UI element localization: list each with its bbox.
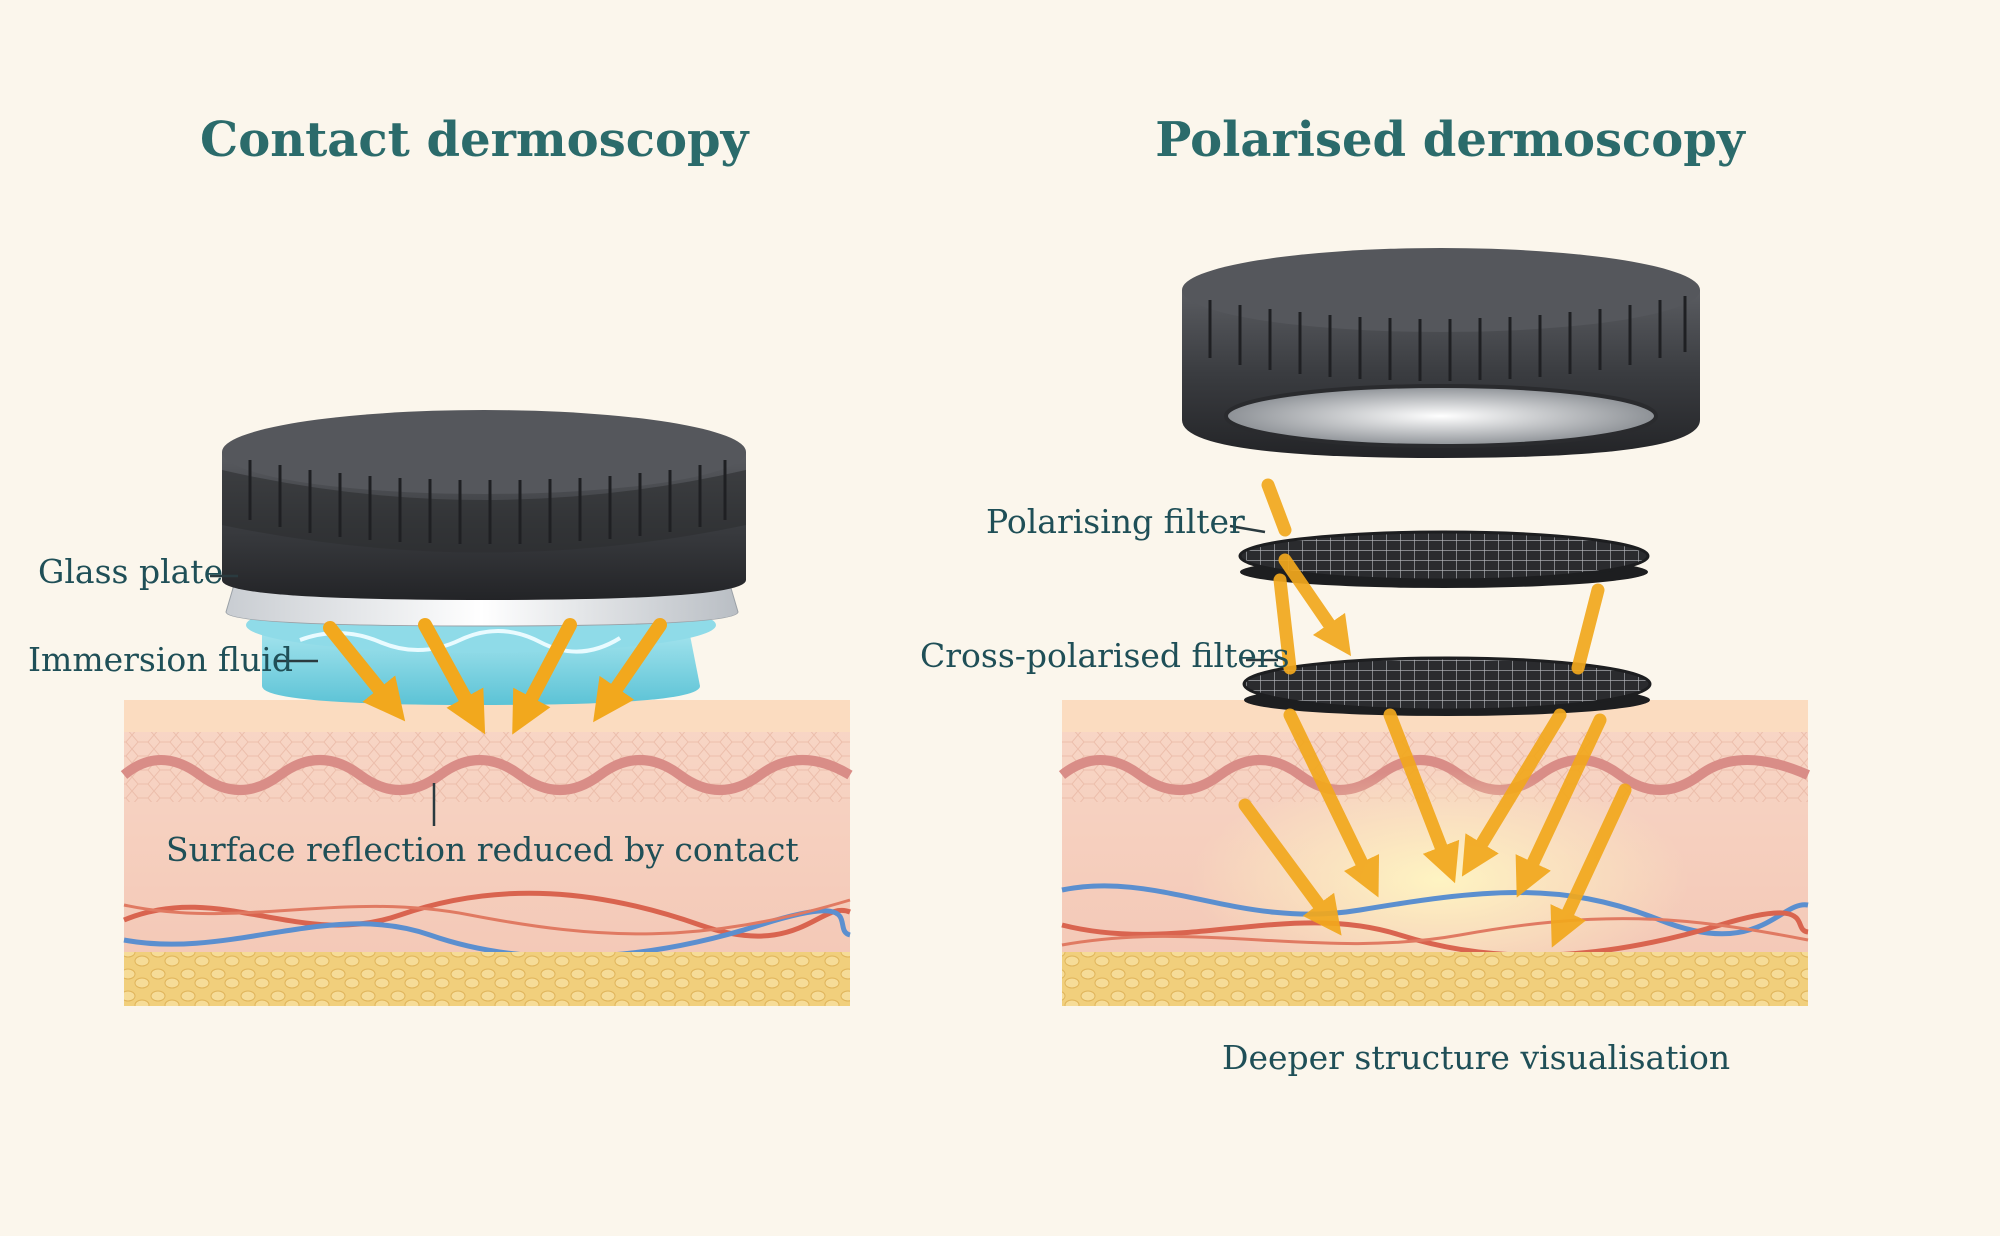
right-dermatoscope: [1182, 248, 1700, 458]
right-light-arrows: [1238, 478, 1632, 948]
right-panel-title: Polarised dermoscopy: [1155, 112, 1745, 168]
deeper-structure-label: Deeper structure visualisation: [1222, 1038, 1731, 1077]
right-polarising-filter-disc: [1238, 530, 1650, 588]
left-skin-block: [120, 700, 853, 1006]
right-cross-polarised-filter-disc: [1242, 656, 1652, 716]
cross-polarised-filters-label: Cross-polarised filters: [920, 636, 1290, 675]
right-skin-block: [1058, 700, 1811, 1006]
surface-reflection-label: Surface reflection reduced by contact: [166, 830, 799, 869]
left-light-arrows: [323, 618, 667, 735]
left-dermatoscope: [222, 410, 746, 705]
left-panel-title: Contact dermoscopy: [200, 112, 749, 168]
right-leader-lines: [1229, 524, 1278, 662]
polarising-filter-label: Polarising filter: [986, 502, 1245, 541]
immersion-fluid-label: Immersion fluid: [28, 640, 293, 679]
left-leader-lines: [210, 574, 436, 826]
glass-plate-label: Glass plate: [38, 552, 224, 591]
